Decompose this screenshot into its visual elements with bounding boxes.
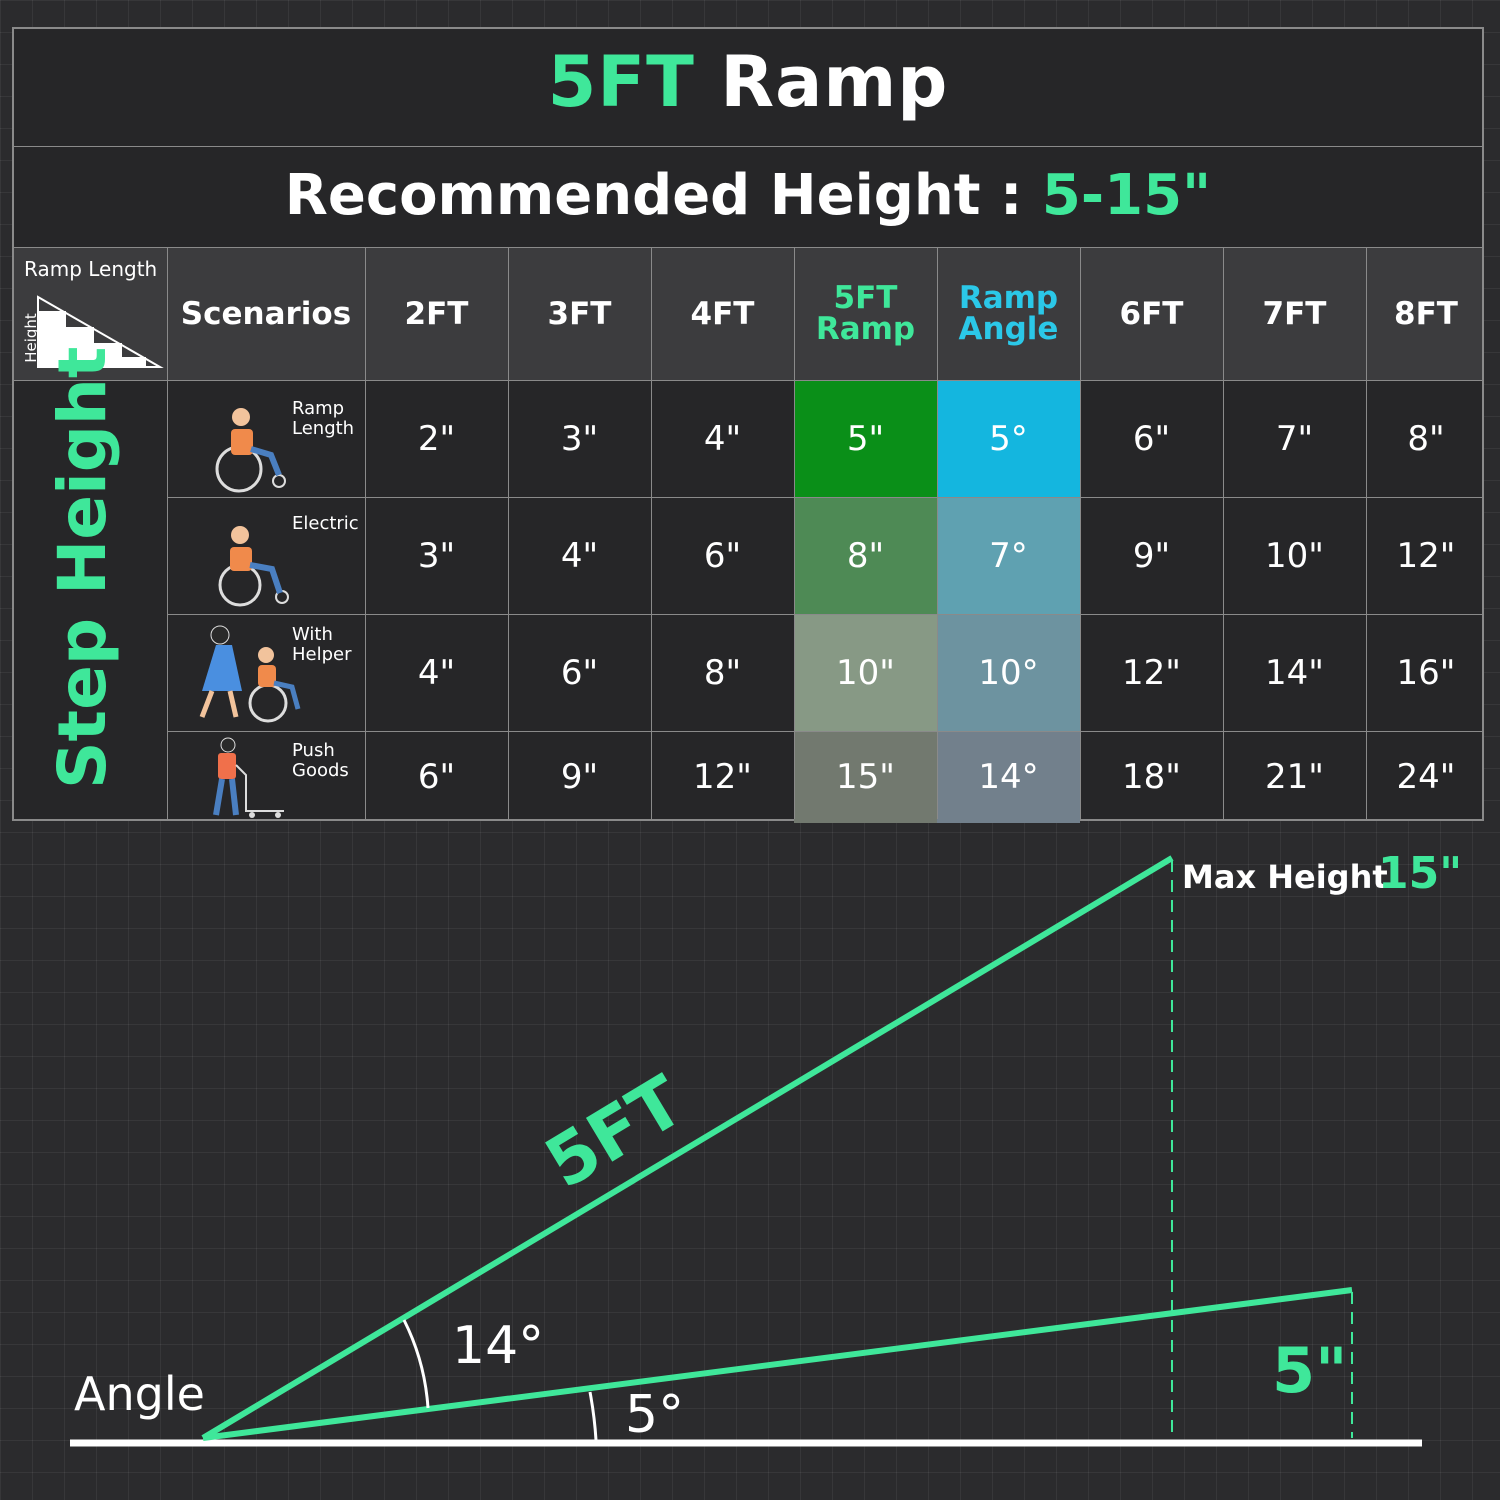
table-cell: 9" — [1132, 535, 1171, 576]
table-cell: 18" — [1122, 757, 1181, 797]
max-height-value: 15" — [1378, 848, 1462, 899]
table-cell: 6" — [1132, 418, 1171, 459]
shallow-ramp-line — [202, 1287, 1353, 1441]
table-cell: 3" — [417, 535, 456, 576]
angle-col-fill — [937, 731, 1080, 823]
table-cell: 4" — [703, 418, 742, 459]
table-cell: 14° — [978, 757, 1039, 797]
ramp-col-fill — [794, 497, 937, 614]
steep-ramp-line — [201, 855, 1174, 1441]
table-cell: 15" — [836, 757, 895, 797]
table-cell: 14" — [1265, 652, 1324, 693]
table-cell: 8" — [1407, 418, 1445, 459]
angle-col-fill — [937, 497, 1080, 614]
header-8ft: 8FT — [1394, 295, 1458, 332]
table-cell: 12" — [1122, 652, 1181, 693]
angle-col-fill — [937, 614, 1080, 731]
table-cell: 6" — [417, 757, 456, 797]
divider — [14, 146, 1482, 147]
table-cell: 12" — [693, 757, 752, 797]
min-height-value: 5" — [1272, 1334, 1347, 1407]
table-cell: 6" — [560, 652, 599, 693]
header-2ft: 2FT — [404, 295, 469, 332]
push-goods-icon — [213, 737, 284, 818]
angle-arc-small — [588, 1391, 598, 1441]
wheelchair-user-icon — [215, 408, 286, 493]
table-cell: 5° — [989, 418, 1028, 459]
table-cell: 7° — [989, 535, 1028, 576]
table-header-row — [14, 248, 1482, 380]
header-6ft: 6FT — [1119, 295, 1184, 332]
ramp-table-panel: 5FT Ramp Recommended Height : 5-15" Ramp… — [12, 27, 1484, 823]
table-cell: 12" — [1396, 535, 1456, 576]
header-3ft: 3FT — [547, 295, 612, 332]
header-ramp-angle: Ramp Angle — [958, 280, 1059, 347]
table-cell: 8" — [846, 535, 885, 576]
angle-col-fill — [937, 380, 1080, 497]
scenario-label: Ramp Length — [292, 398, 355, 439]
ramp-length-label: 5FT — [532, 1060, 698, 1205]
scenario-label: With Helper — [292, 624, 352, 665]
corner-height-label: Height — [21, 313, 40, 363]
table-cell: 10° — [978, 652, 1039, 693]
table-cell: 10" — [1265, 535, 1324, 576]
recommended-height: Recommended Height : 5-15" — [284, 163, 1212, 228]
angle-large-label: 14° — [452, 1316, 544, 1376]
corner-ramp-length-label: Ramp Length — [24, 257, 158, 281]
angle-label: Angle — [74, 1367, 205, 1421]
table-cell: 7" — [1275, 418, 1314, 459]
table-cell: 21" — [1265, 757, 1324, 797]
ramp-col-fill — [794, 731, 937, 823]
scenario-label: Push Goods — [292, 740, 349, 781]
table-cell: 2" — [417, 418, 456, 459]
table-cell: 8" — [703, 652, 742, 693]
table-cell: 6" — [703, 535, 742, 576]
table-cell: 9" — [560, 757, 599, 797]
angle-small-label: 5° — [625, 1385, 684, 1445]
header-scenarios: Scenarios — [180, 295, 352, 332]
table-cell: 4" — [560, 535, 599, 576]
angle-arc-large — [402, 1319, 430, 1409]
header-5ft-ramp: 5FT Ramp — [815, 280, 916, 347]
table-cell: 24" — [1396, 757, 1456, 797]
table-cell: 16" — [1396, 652, 1456, 693]
max-height-label: Max Height: — [1182, 858, 1400, 896]
page-title: 5FT Ramp — [547, 41, 949, 123]
ramp-triangle-icon — [37, 295, 164, 368]
step-height-label: Step Height — [44, 346, 121, 789]
table-cell: 5" — [846, 418, 885, 459]
electric-wheelchair-icon — [218, 526, 289, 607]
ramp-angle-diagram: Max Height: 15" 5FT 14° 5° 5" Angle — [70, 848, 1462, 1447]
ramp-col-fill — [794, 614, 937, 731]
helper-pushing-icon — [199, 625, 301, 723]
header-7ft: 7FT — [1262, 295, 1327, 332]
scenario-label: Electric — [292, 513, 359, 534]
header-4ft: 4FT — [690, 295, 755, 332]
table-cell: 4" — [417, 652, 456, 693]
ramp-col-fill — [794, 380, 937, 497]
table-cell: 10" — [836, 652, 895, 693]
table-cell: 3" — [560, 418, 599, 459]
